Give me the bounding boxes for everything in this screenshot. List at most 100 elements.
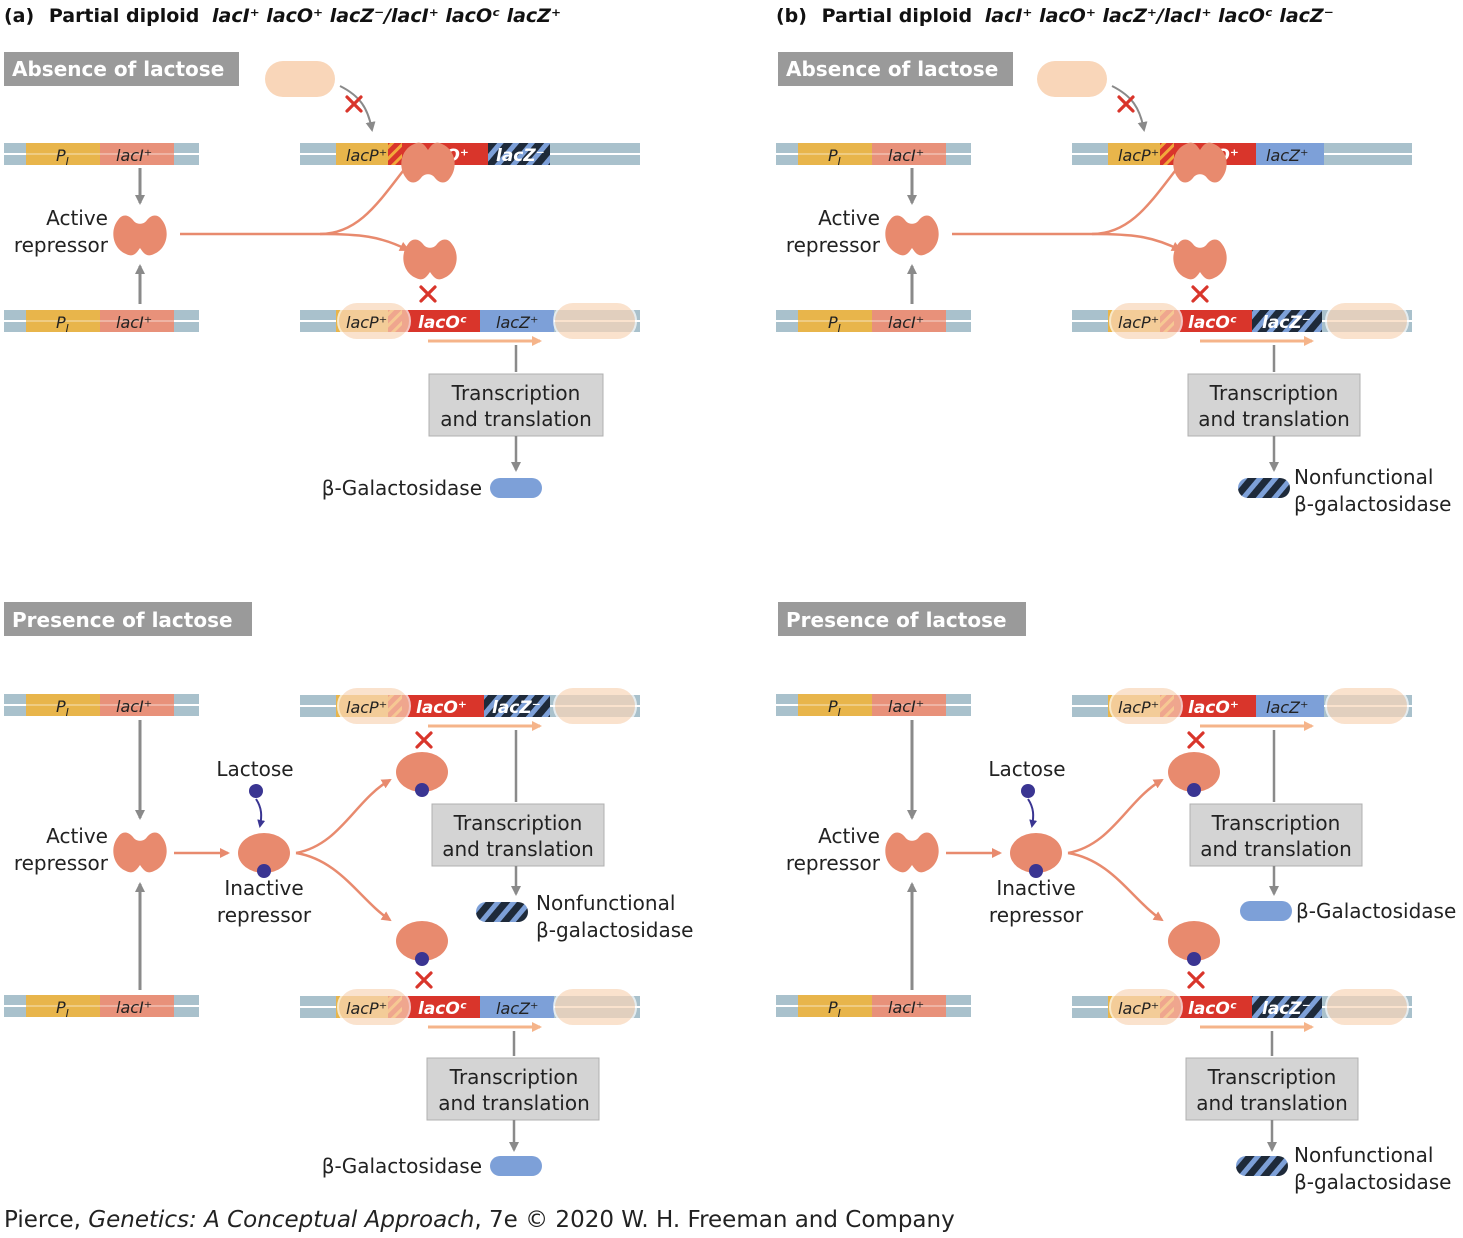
- svg-text:lacZ⁻: lacZ⁻: [1262, 999, 1311, 1019]
- beta-gal-b-presence: β-Galactosidase: [1240, 899, 1456, 923]
- svg-text:lacZ⁻: lacZ⁻: [1262, 313, 1311, 333]
- svg-text:PI: PI: [56, 998, 69, 1020]
- svg-text:repressor: repressor: [786, 851, 881, 875]
- svg-text:Presence of lactose: Presence of lactose: [786, 608, 1007, 632]
- svg-text:lacO⁺: lacO⁺: [1188, 698, 1239, 718]
- inactive-repressor: [396, 752, 448, 797]
- active-repressor-group-b-absence: Active repressor: [786, 168, 939, 304]
- tt-box-b-presence-bottom: Transcription and translation: [1185, 1057, 1359, 1121]
- svg-text:lacI⁺: lacI⁺: [888, 998, 924, 1017]
- active-repressor: [113, 215, 167, 256]
- active-repressor: [113, 832, 167, 873]
- operon-a-presence-bottom: lacP⁺ lacOᶜ lacZ⁺: [300, 987, 640, 1032]
- tt-box-b-presence-top: Transcription and translation: [1189, 803, 1363, 867]
- svg-text:Transcription: Transcription: [449, 1065, 579, 1089]
- svg-text:Inactive: Inactive: [996, 876, 1075, 900]
- svg-text:PI: PI: [56, 146, 69, 168]
- svg-text:Transcription: Transcription: [453, 811, 583, 835]
- svg-text:lacO⁺: lacO⁺: [416, 698, 467, 718]
- header-absence-b: Absence of lactose: [778, 52, 1013, 86]
- svg-text:lacP⁺: lacP⁺: [346, 698, 387, 717]
- svg-text:Presence of lactose: Presence of lactose: [12, 608, 233, 632]
- svg-text:lacP⁺: lacP⁺: [346, 146, 387, 165]
- beta-gal-a-presence: β-Galactosidase: [322, 1154, 542, 1178]
- active-repressor-group-b-presence: Active repressor: [786, 720, 939, 990]
- active-repressor-group-a-absence: Active repressor: [14, 168, 167, 304]
- regulator-dna-a-presence-bottom: PI lacI⁺: [3, 994, 200, 1020]
- panel-a-title: (a) Partial diploid lacI⁺ lacO⁺ lacZ⁻/la…: [4, 5, 561, 27]
- free-repressor-a: [403, 239, 457, 280]
- lactose-binding-a: Lactose Inactive repressor: [174, 757, 392, 927]
- inactive-repressor: [238, 833, 290, 878]
- operon-a-absence-top: lacP⁺ lacO⁺ lacZ⁻: [300, 142, 640, 183]
- svg-text:Active: Active: [46, 824, 108, 848]
- operon-a-presence-top: lacP⁺ lacO⁺ lacZ⁻: [300, 686, 640, 731]
- svg-text:lacI⁺: lacI⁺: [888, 313, 924, 332]
- svg-text:PI: PI: [828, 313, 841, 335]
- svg-text:repressor: repressor: [14, 851, 109, 875]
- svg-text:β-Galactosidase: β-Galactosidase: [322, 476, 482, 500]
- svg-text:β-galactosidase: β-galactosidase: [536, 918, 693, 942]
- regulator-dna-a-bottom: PI lacI⁺: [3, 309, 200, 335]
- svg-text:PI: PI: [56, 313, 69, 335]
- header-presence-a: Presence of lactose: [4, 602, 252, 636]
- svg-text:and translation: and translation: [440, 407, 592, 431]
- svg-text:lacP⁺: lacP⁺: [346, 999, 387, 1018]
- active-repressor: [885, 215, 939, 256]
- svg-text:lacI⁺: lacI⁺: [888, 146, 924, 165]
- svg-text:Active: Active: [46, 206, 108, 230]
- tt-box-a-presence-bottom: Transcription and translation: [426, 1057, 600, 1121]
- operon-b-absence-top: lacP⁺ lacO⁺ lacZ⁺: [1072, 142, 1412, 183]
- header-absence-a: Absence of lactose: [4, 52, 239, 86]
- svg-text:lacZ⁻: lacZ⁻: [496, 146, 545, 166]
- x-mark: [1187, 731, 1205, 749]
- svg-text:lacI⁺: lacI⁺: [116, 697, 152, 716]
- svg-text:Absence of lactose: Absence of lactose: [786, 57, 998, 81]
- svg-text:lacP⁺: lacP⁺: [1118, 999, 1159, 1018]
- svg-text:lacZ⁺: lacZ⁺: [496, 313, 538, 332]
- nonfunctional-enzyme-b-absence: Nonfunctional β-galactosidase: [1238, 465, 1451, 516]
- active-repressor: [885, 832, 939, 873]
- regulator-dna-a-presence-top: PI lacI⁺: [3, 693, 200, 719]
- operon-b-absence-bottom: lacP⁺ lacOᶜ lacZ⁻: [1072, 301, 1412, 346]
- svg-text:Transcription: Transcription: [1207, 1065, 1337, 1089]
- svg-text:lacZ⁺: lacZ⁺: [1266, 146, 1308, 165]
- inactive-repressor: [396, 921, 448, 966]
- svg-text:Nonfunctional: Nonfunctional: [1294, 1143, 1433, 1167]
- x-mark: [415, 971, 433, 989]
- header-presence-b: Presence of lactose: [778, 602, 1026, 636]
- svg-text:PI: PI: [828, 998, 841, 1020]
- svg-text:Lactose: Lactose: [216, 757, 293, 781]
- svg-text:Transcription: Transcription: [1209, 381, 1339, 405]
- nonfunctional-enzyme-b-presence: Nonfunctional β-galactosidase: [1236, 1143, 1451, 1194]
- svg-text:β-galactosidase: β-galactosidase: [1294, 1170, 1451, 1194]
- svg-text:PI: PI: [828, 697, 841, 719]
- free-repressor-b: [1173, 239, 1227, 280]
- svg-text:lacI⁺: lacI⁺: [116, 146, 152, 165]
- inactive-repressor: [1168, 752, 1220, 797]
- operon-a-absence-bottom: lacP⁺ lacOᶜ lacZ⁺: [300, 301, 640, 346]
- svg-text:Nonfunctional: Nonfunctional: [1294, 465, 1433, 489]
- svg-text:repressor: repressor: [217, 903, 312, 927]
- svg-text:and translation: and translation: [1200, 837, 1352, 861]
- branch-arrows-a-absence: [180, 160, 412, 252]
- svg-text:lacOᶜ: lacOᶜ: [1188, 999, 1237, 1019]
- svg-text:lacI⁺: lacI⁺: [116, 998, 152, 1017]
- polymerase-blocked-b-absence: [1037, 61, 1148, 132]
- svg-text:and translation: and translation: [1196, 1091, 1348, 1115]
- x-mark: [419, 285, 437, 303]
- svg-text:lacP⁺: lacP⁺: [1118, 698, 1159, 717]
- svg-text:Absence of lactose: Absence of lactose: [12, 57, 224, 81]
- beta-gal-a-absence: β-Galactosidase: [322, 476, 542, 500]
- svg-text:lacP⁺: lacP⁺: [1118, 313, 1159, 332]
- svg-text:lacP⁺: lacP⁺: [346, 313, 387, 332]
- tt-box-b-absence: Transcription and translation: [1187, 373, 1361, 437]
- panel-b-title: (b) Partial diploid lacI⁺ lacO⁺ lacZ⁺/la…: [776, 5, 1334, 27]
- nonfunctional-enzyme-a-presence: Nonfunctional β-galactosidase: [476, 891, 693, 942]
- x-mark: [415, 731, 433, 749]
- tt-box-a-presence-top: Transcription and translation: [431, 803, 605, 867]
- active-repressor-group-a-presence: Active repressor: [14, 720, 167, 990]
- lactose-binding-b: Lactose Inactive repressor: [946, 757, 1164, 927]
- svg-text:lacI⁺: lacI⁺: [116, 313, 152, 332]
